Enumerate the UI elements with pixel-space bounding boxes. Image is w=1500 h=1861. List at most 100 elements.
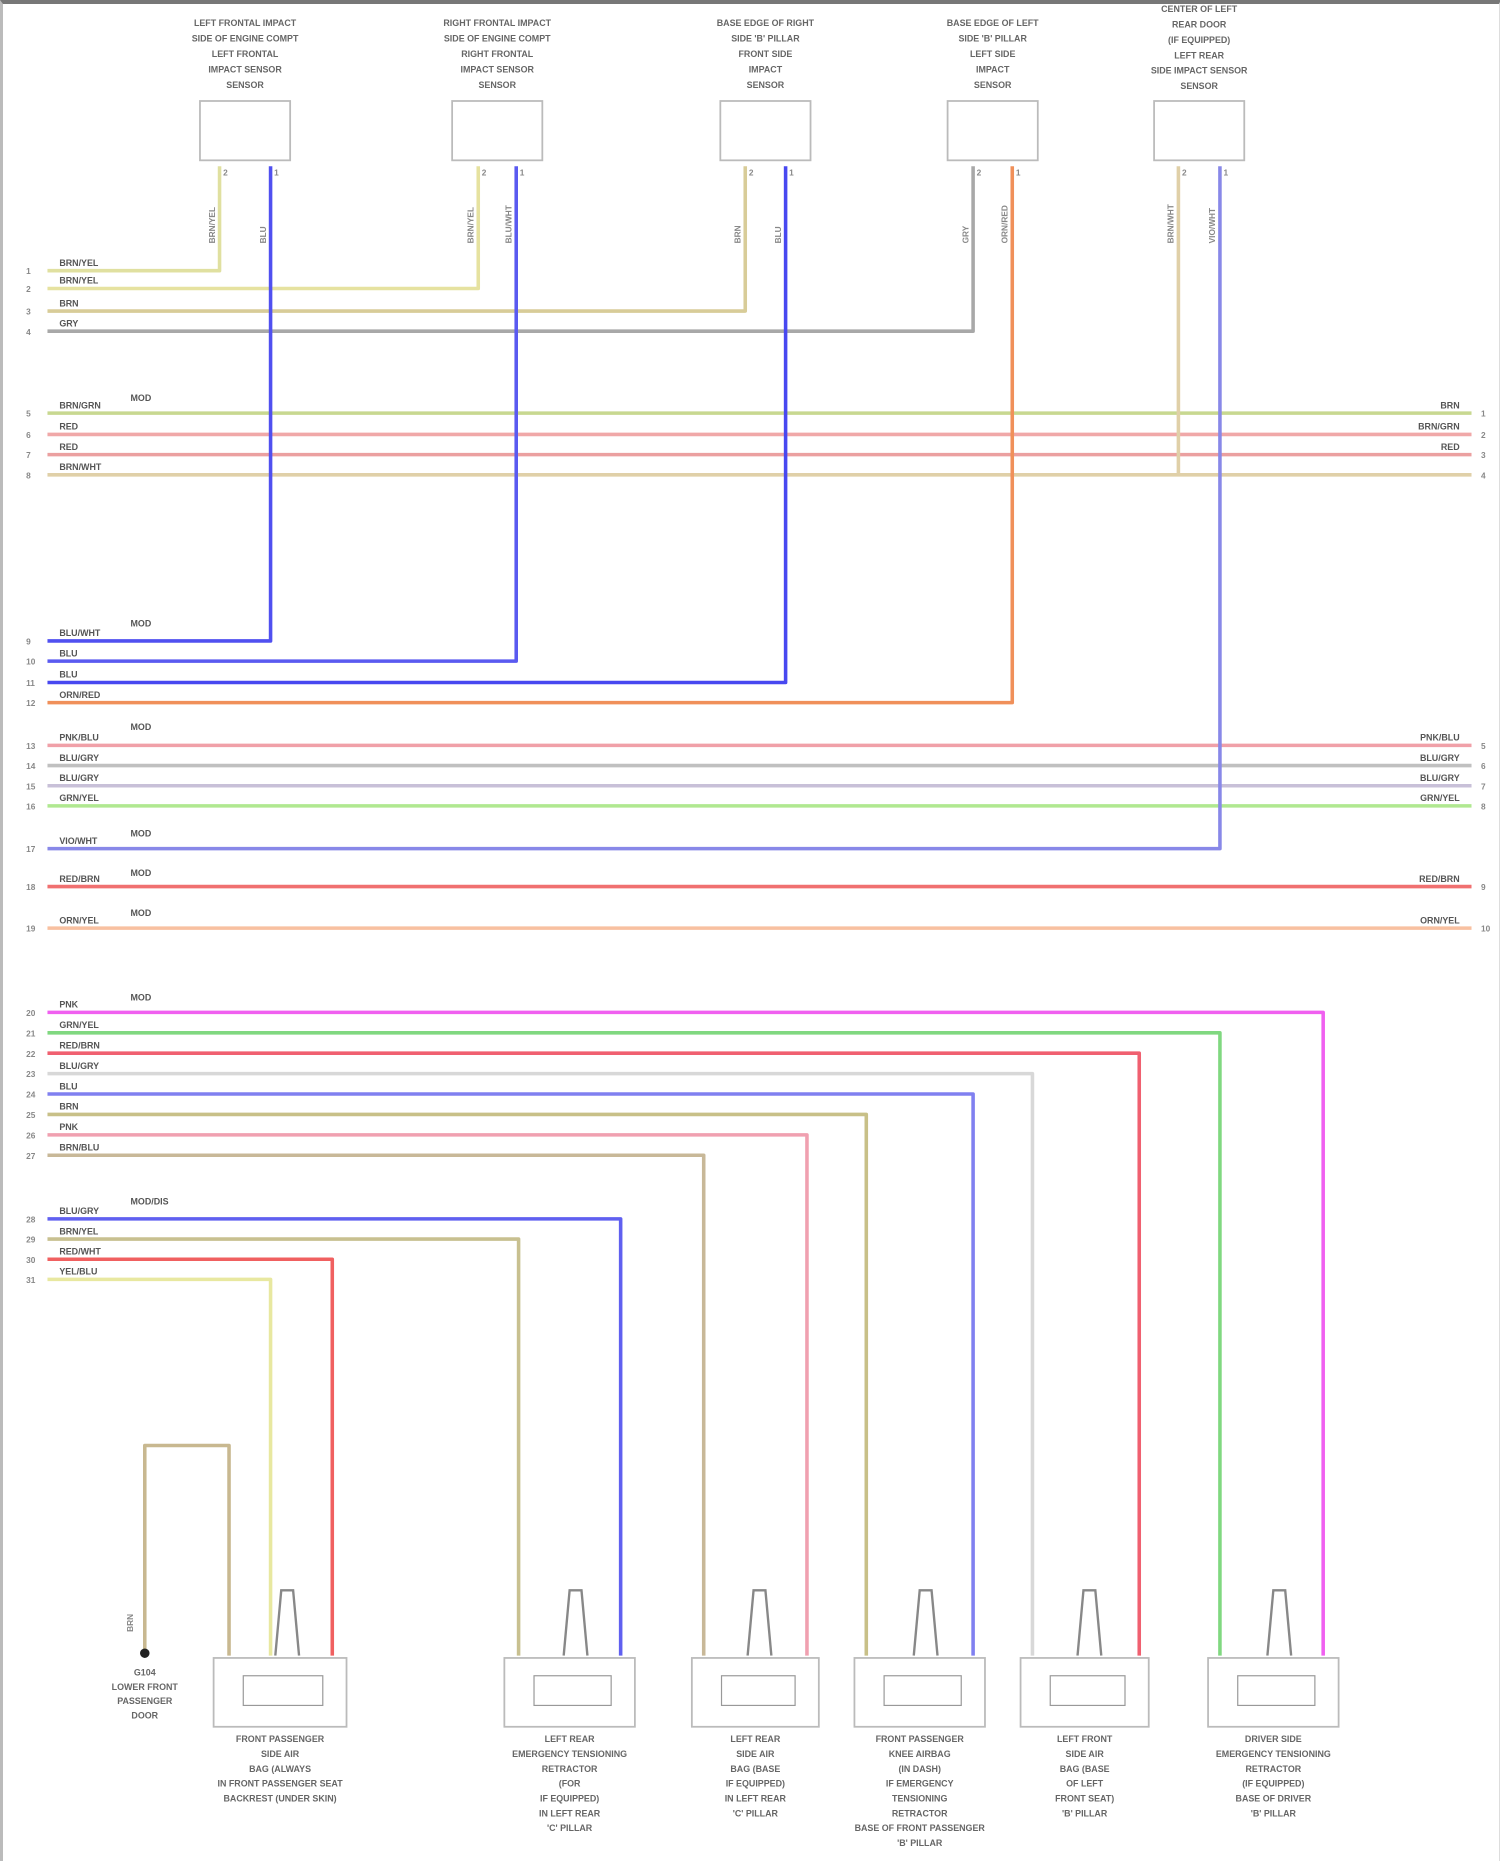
sensor-label-line: SIDE OF ENGINE COMPT (444, 34, 551, 44)
group-label: MOD/DIS (131, 1197, 169, 1207)
airbag-module-label-line: SIDE AIR (736, 1749, 775, 1759)
airbag-module-box (1208, 1658, 1339, 1727)
wire-label: BRN/BLU (59, 1143, 99, 1153)
airbag-module-box (504, 1658, 635, 1727)
sensor-box (720, 101, 810, 160)
sensor-wire-code: BLU/WHT (503, 205, 513, 243)
airbag-module-label-line: (IF EQUIPPED) (1242, 1779, 1304, 1789)
shorting-bar-icon (1267, 1590, 1291, 1655)
wire-11 (47, 166, 785, 682)
airbag-module-label-line: SIDE AIR (261, 1749, 300, 1759)
sensor-label-line: SENSOR (974, 80, 1012, 90)
airbag-module-label-line: IN LEFT REAR (539, 1808, 601, 1818)
airbag-module-box (214, 1658, 347, 1727)
airbag-module-label-line: BASE OF FRONT PASSENGER (855, 1823, 986, 1833)
airbag-module-label-line: 'C' PILLAR (547, 1823, 593, 1833)
sensor-box (452, 101, 542, 160)
sensor-wire-code: VIO/WHT (1207, 208, 1217, 244)
sensor-label-line: RIGHT FRONTAL (461, 49, 534, 59)
airbag-module-label-line: TENSIONING (892, 1794, 947, 1804)
wire-label: GRY (59, 318, 78, 328)
wire-pin-left: 14 (26, 761, 36, 771)
wire-pin-left: 25 (26, 1110, 36, 1120)
group-label: MOD (131, 829, 152, 839)
sensor-wire-code: GRY (960, 225, 970, 243)
wire-pin-left: 7 (26, 450, 31, 460)
sensor-label-line: IMPACT (749, 65, 783, 75)
sensor-label-line: SIDE IMPACT SENSOR (1151, 66, 1248, 76)
sensor-label-line: IMPACT SENSOR (461, 65, 535, 75)
shorting-bar-icon (914, 1590, 938, 1655)
wire-label-right: BLU/GRY (1420, 773, 1460, 783)
wire-pin-left: 15 (26, 781, 36, 791)
wire-pin-left: 5 (26, 409, 31, 419)
wire-pin-left: 6 (26, 430, 31, 440)
wire-pin-left: 13 (26, 741, 36, 751)
wire-pin-left: 4 (26, 327, 31, 337)
sensor-label-line: BASE EDGE OF RIGHT (717, 18, 815, 28)
shorting-bar-icon (1078, 1590, 1102, 1655)
sensor-pin: 2 (977, 168, 982, 178)
wire-20 (47, 1012, 1323, 1655)
ground-label-line: G104 (134, 1668, 156, 1678)
airbag-module-label-line: 'B' PILLAR (1251, 1808, 1297, 1818)
wire-pin-right: 2 (1481, 430, 1486, 440)
airbag-module-label-line: FRONT SEAT) (1055, 1794, 1114, 1804)
wire-29 (47, 1239, 518, 1656)
wire-label: BLU/GRY (59, 1206, 99, 1216)
ground-wire-code: BRN (125, 1614, 135, 1632)
sensor-label-line: LEFT FRONTAL IMPACT (194, 18, 297, 28)
wire-label: PNK (59, 1000, 78, 1010)
wire-pin-right: 7 (1481, 781, 1486, 791)
sensor-label-line: FRONT SIDE (739, 49, 793, 59)
wire-label: YEL/BLU (59, 1267, 97, 1277)
airbag-module-label-line: EMERGENCY TENSIONING (512, 1749, 627, 1759)
wire-label: BLU/GRY (59, 1061, 99, 1071)
wire-label: ORN/YEL (59, 915, 99, 925)
sensor-label-line: RIGHT FRONTAL IMPACT (443, 18, 551, 28)
wire-label: PNK (59, 1122, 78, 1132)
airbag-module-label-line: RETRACTOR (542, 1764, 598, 1774)
sensor-pin: 2 (1182, 168, 1187, 178)
sensor-box (200, 101, 290, 160)
shorting-bar-icon (748, 1590, 772, 1655)
sensor-label-line: BASE EDGE OF LEFT (947, 18, 1039, 28)
sensor-label-line: (IF EQUIPPED) (1168, 35, 1230, 45)
airbag-module-label-line: RETRACTOR (1246, 1764, 1302, 1774)
sensor-label-line: SENSOR (226, 80, 264, 90)
ground-label-line: PASSENGER (117, 1696, 173, 1706)
airbag-module-label-line: LEFT REAR (730, 1734, 780, 1744)
airbag-module-label-line: IF EMERGENCY (886, 1779, 954, 1789)
airbag-module-label-line: 'B' PILLAR (1062, 1808, 1108, 1818)
sensor-label-line: SENSOR (478, 80, 516, 90)
airbag-module-label-line: IN LEFT REAR (725, 1794, 787, 1804)
wire-pin-left: 27 (26, 1151, 36, 1161)
ground-wire (145, 1446, 229, 1656)
airbag-module-label-line: EMERGENCY TENSIONING (1216, 1749, 1331, 1759)
wire-label: BLU (59, 648, 77, 658)
wire-30 (47, 1259, 332, 1655)
wire-pin-right: 9 (1481, 882, 1486, 892)
sensor-wire-code: BRN (733, 225, 743, 243)
airbag-module-label-line: FRONT PASSENGER (236, 1734, 325, 1744)
sensor-label-line: CENTER OF LEFT (1161, 4, 1238, 14)
wire-label: RED (59, 442, 78, 452)
wire-label-right: ORN/YEL (1420, 915, 1460, 925)
wire-pin-right: 6 (1481, 761, 1486, 771)
wire-label: BLU/WHT (59, 628, 101, 638)
wire-pin-left: 3 (26, 307, 31, 317)
wire-label-right: BRN/GRN (1418, 422, 1460, 432)
group-label: MOD (131, 868, 152, 878)
sensor-label-line: IMPACT SENSOR (208, 65, 282, 75)
wire-pin-left: 8 (26, 470, 31, 480)
sensor-pin: 1 (274, 168, 279, 178)
wire-4 (47, 166, 973, 331)
wire-label: BRN (59, 1102, 78, 1112)
wire-label: BRN/GRN (59, 400, 101, 410)
shorting-bar-icon (564, 1590, 588, 1655)
shorting-bar-icon (275, 1590, 299, 1655)
sensor-pin: 2 (749, 168, 754, 178)
sensor-wire-code: ORN/RED (1000, 205, 1010, 243)
wire-25 (47, 1114, 866, 1655)
wire-label: GRN/YEL (59, 1020, 99, 1030)
